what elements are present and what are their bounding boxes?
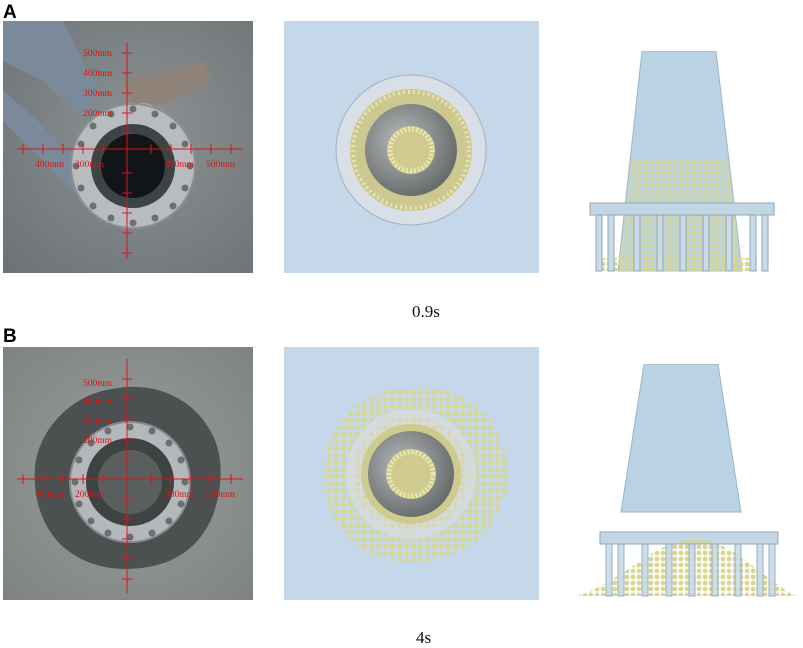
panel-b-letter: B — [3, 326, 17, 347]
panel-b-sim-side-view — [576, 364, 798, 600]
scale-label-up-400: 400mm — [83, 69, 113, 79]
scale-label-right-500: 500mm — [206, 490, 236, 500]
scale-label-up-300: 300mm — [83, 417, 113, 427]
panel-a-letter: A — [3, 2, 17, 23]
scale-label-left-400: 400mm — [35, 160, 65, 170]
panel-b-sim-top-view — [284, 347, 539, 600]
scale-label-right-300: 300mm — [165, 490, 195, 500]
scale-label-up-200: 200mm — [83, 436, 113, 446]
scale-label-right-300: 300mm — [165, 160, 195, 170]
scale-label-up-400: 400mm — [83, 397, 113, 407]
scale-label-left-200: 200mm — [75, 490, 105, 500]
panel-a-sim-top-view — [284, 21, 539, 273]
scale-label-up-500: 500mm — [83, 379, 113, 389]
scale-label-up-300: 300mm — [83, 89, 113, 99]
panel-a-photo: 500mm 400mm 300mm 200mm 400mm 200mm 300m… — [3, 21, 253, 273]
scale-label-left-200: 200mm — [75, 160, 105, 170]
panel-b-photo: 500mm 400mm 300mm 200mm 400mm 200mm 300m… — [3, 347, 253, 600]
scale-label-up-500: 500mm — [83, 49, 113, 59]
panel-a-sim-side-view — [582, 51, 782, 273]
scale-label-up-200: 200mm — [83, 109, 113, 119]
panel-b-time-label: 4s — [416, 628, 432, 647]
panel-a-time-label: 0.9s — [412, 302, 440, 321]
scale-label-left-400: 400mm — [35, 490, 65, 500]
scale-label-right-500: 500mm — [206, 160, 236, 170]
